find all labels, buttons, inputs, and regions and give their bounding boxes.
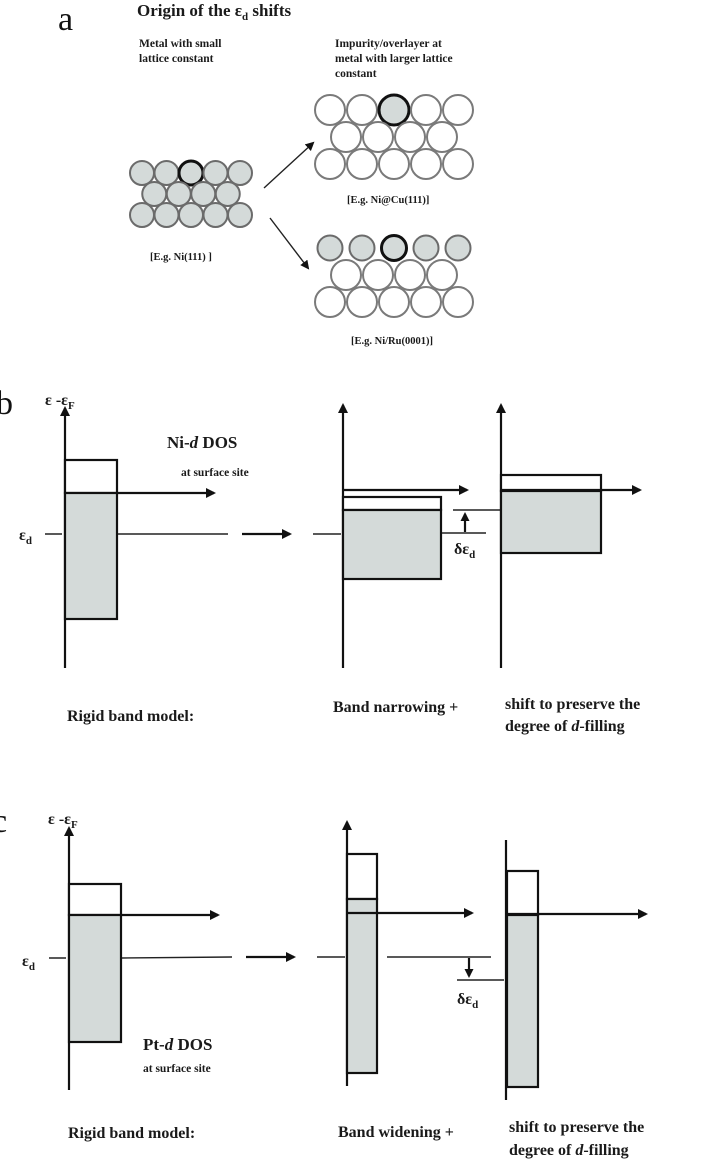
larger-lattice-caption-line2: metal with larger lattice [335,53,453,65]
atom [165,181,192,207]
small-lattice-caption-line2: lattice constant [139,53,214,65]
b-left-filled-band [63,491,119,621]
b-right-empty-band [499,473,603,493]
arrow-to-impurity [263,141,315,189]
b-left-empty-band [63,458,119,495]
b-right-filled-band [499,489,603,555]
atom [394,121,426,153]
b-ed-label: εd [19,527,32,547]
panel-a-title: Origin of the εd shifts [137,1,292,23]
c-delta-ed-label: δεd [457,991,478,1011]
b-caption-shift-line1: shift to preserve the [505,696,640,713]
b-mid-empty-band [341,495,443,512]
atom [153,160,180,186]
highlighted-atom [377,93,411,127]
c-ed-label: εd [22,953,35,973]
atom [346,286,378,318]
b-mid-filled-band [341,508,443,581]
atom [412,234,440,262]
b-caption-shift-line2: degree of d-filling [505,718,625,735]
larger-lattice-caption-line3: constant [335,68,377,80]
pt-d-dos-label: Pt-d DOS [143,1035,212,1054]
atom [314,94,346,126]
c-ed-line [121,956,233,959]
highlighted-atom [380,234,408,262]
c-caption-rigid-band: Rigid band model: [68,1125,195,1142]
atom [346,94,378,126]
atom [330,259,362,291]
atom [378,286,410,318]
panel-a-letter: a [58,1,73,38]
b-delta-ed-label: δεd [454,541,475,561]
atom [214,181,241,207]
c-left-empty-band [67,882,123,917]
pt-dos-sublabel: at surface site [143,1063,211,1075]
atom [129,160,155,186]
c-mid-empty-band [345,852,379,901]
panel-b: b ε -εF εd Ni-d DOS at surface site δεd … [0,385,642,735]
c-right-filled-band [505,913,540,1089]
lattice-impurity [314,93,474,180]
atom [444,234,472,262]
atom [426,259,458,291]
c-right-empty-band [505,869,540,917]
atom [314,286,346,318]
atom [314,148,346,180]
b-caption-rigid-band: Rigid band model: [67,708,194,725]
energy-axis-label: ε -εF [45,392,75,412]
ni-d-dos-label: Ni-d DOS [167,433,237,452]
atom [362,121,394,153]
atom [442,94,474,126]
c-energy-axis-label: ε -εF [48,811,78,831]
small-lattice-caption-line1: Metal with small [139,38,221,50]
atom [362,259,394,291]
example-ni111: [E.g. Ni(111) ] [150,252,212,263]
atom [202,160,229,186]
atom [190,181,217,207]
atom [346,148,378,180]
larger-lattice-caption-line1: Impurity/overlayer at [335,38,442,50]
lattice-overlayer [314,234,474,318]
atom [330,121,362,153]
atom [141,181,168,207]
atom [410,148,442,180]
panel-a: a Origin of the εd shifts Metal with sma… [58,1,474,347]
c-caption-shift-line2: degree of d-filling [509,1142,629,1159]
atom [426,121,458,153]
atom [394,259,426,291]
atom [227,202,253,228]
panel-c: c ε -εF εd Pt-d DOS at surface site δεd … [0,803,648,1159]
atom [442,286,474,318]
arrow-to-overlayer [269,217,310,270]
atom [410,94,442,126]
atom [178,202,204,228]
lattice-small [129,159,253,228]
c-mid-filled-band [345,897,379,1075]
atom [153,202,180,228]
atom [129,202,155,228]
atom [442,148,474,180]
atom [202,202,229,228]
b-caption-band-narrowing: Band narrowing + [333,699,458,716]
c-caption-shift-line1: shift to preserve the [509,1119,644,1136]
atom [316,234,344,262]
atom [378,148,410,180]
c-left-filled-band [67,913,123,1044]
c-caption-band-widening: Band widening + [338,1124,454,1141]
example-ni-ru0001: [E.g. Ni/Ru(0001)] [351,336,433,347]
panel-b-letter: b [0,385,13,422]
example-ni-at-cu111: [E.g. Ni@Cu(111)] [347,195,429,206]
atom [348,234,376,262]
panel-c-letter: c [0,803,7,840]
atom [227,160,253,186]
ni-dos-sublabel: at surface site [181,467,249,479]
highlighted-atom [177,159,205,187]
atom [410,286,442,318]
